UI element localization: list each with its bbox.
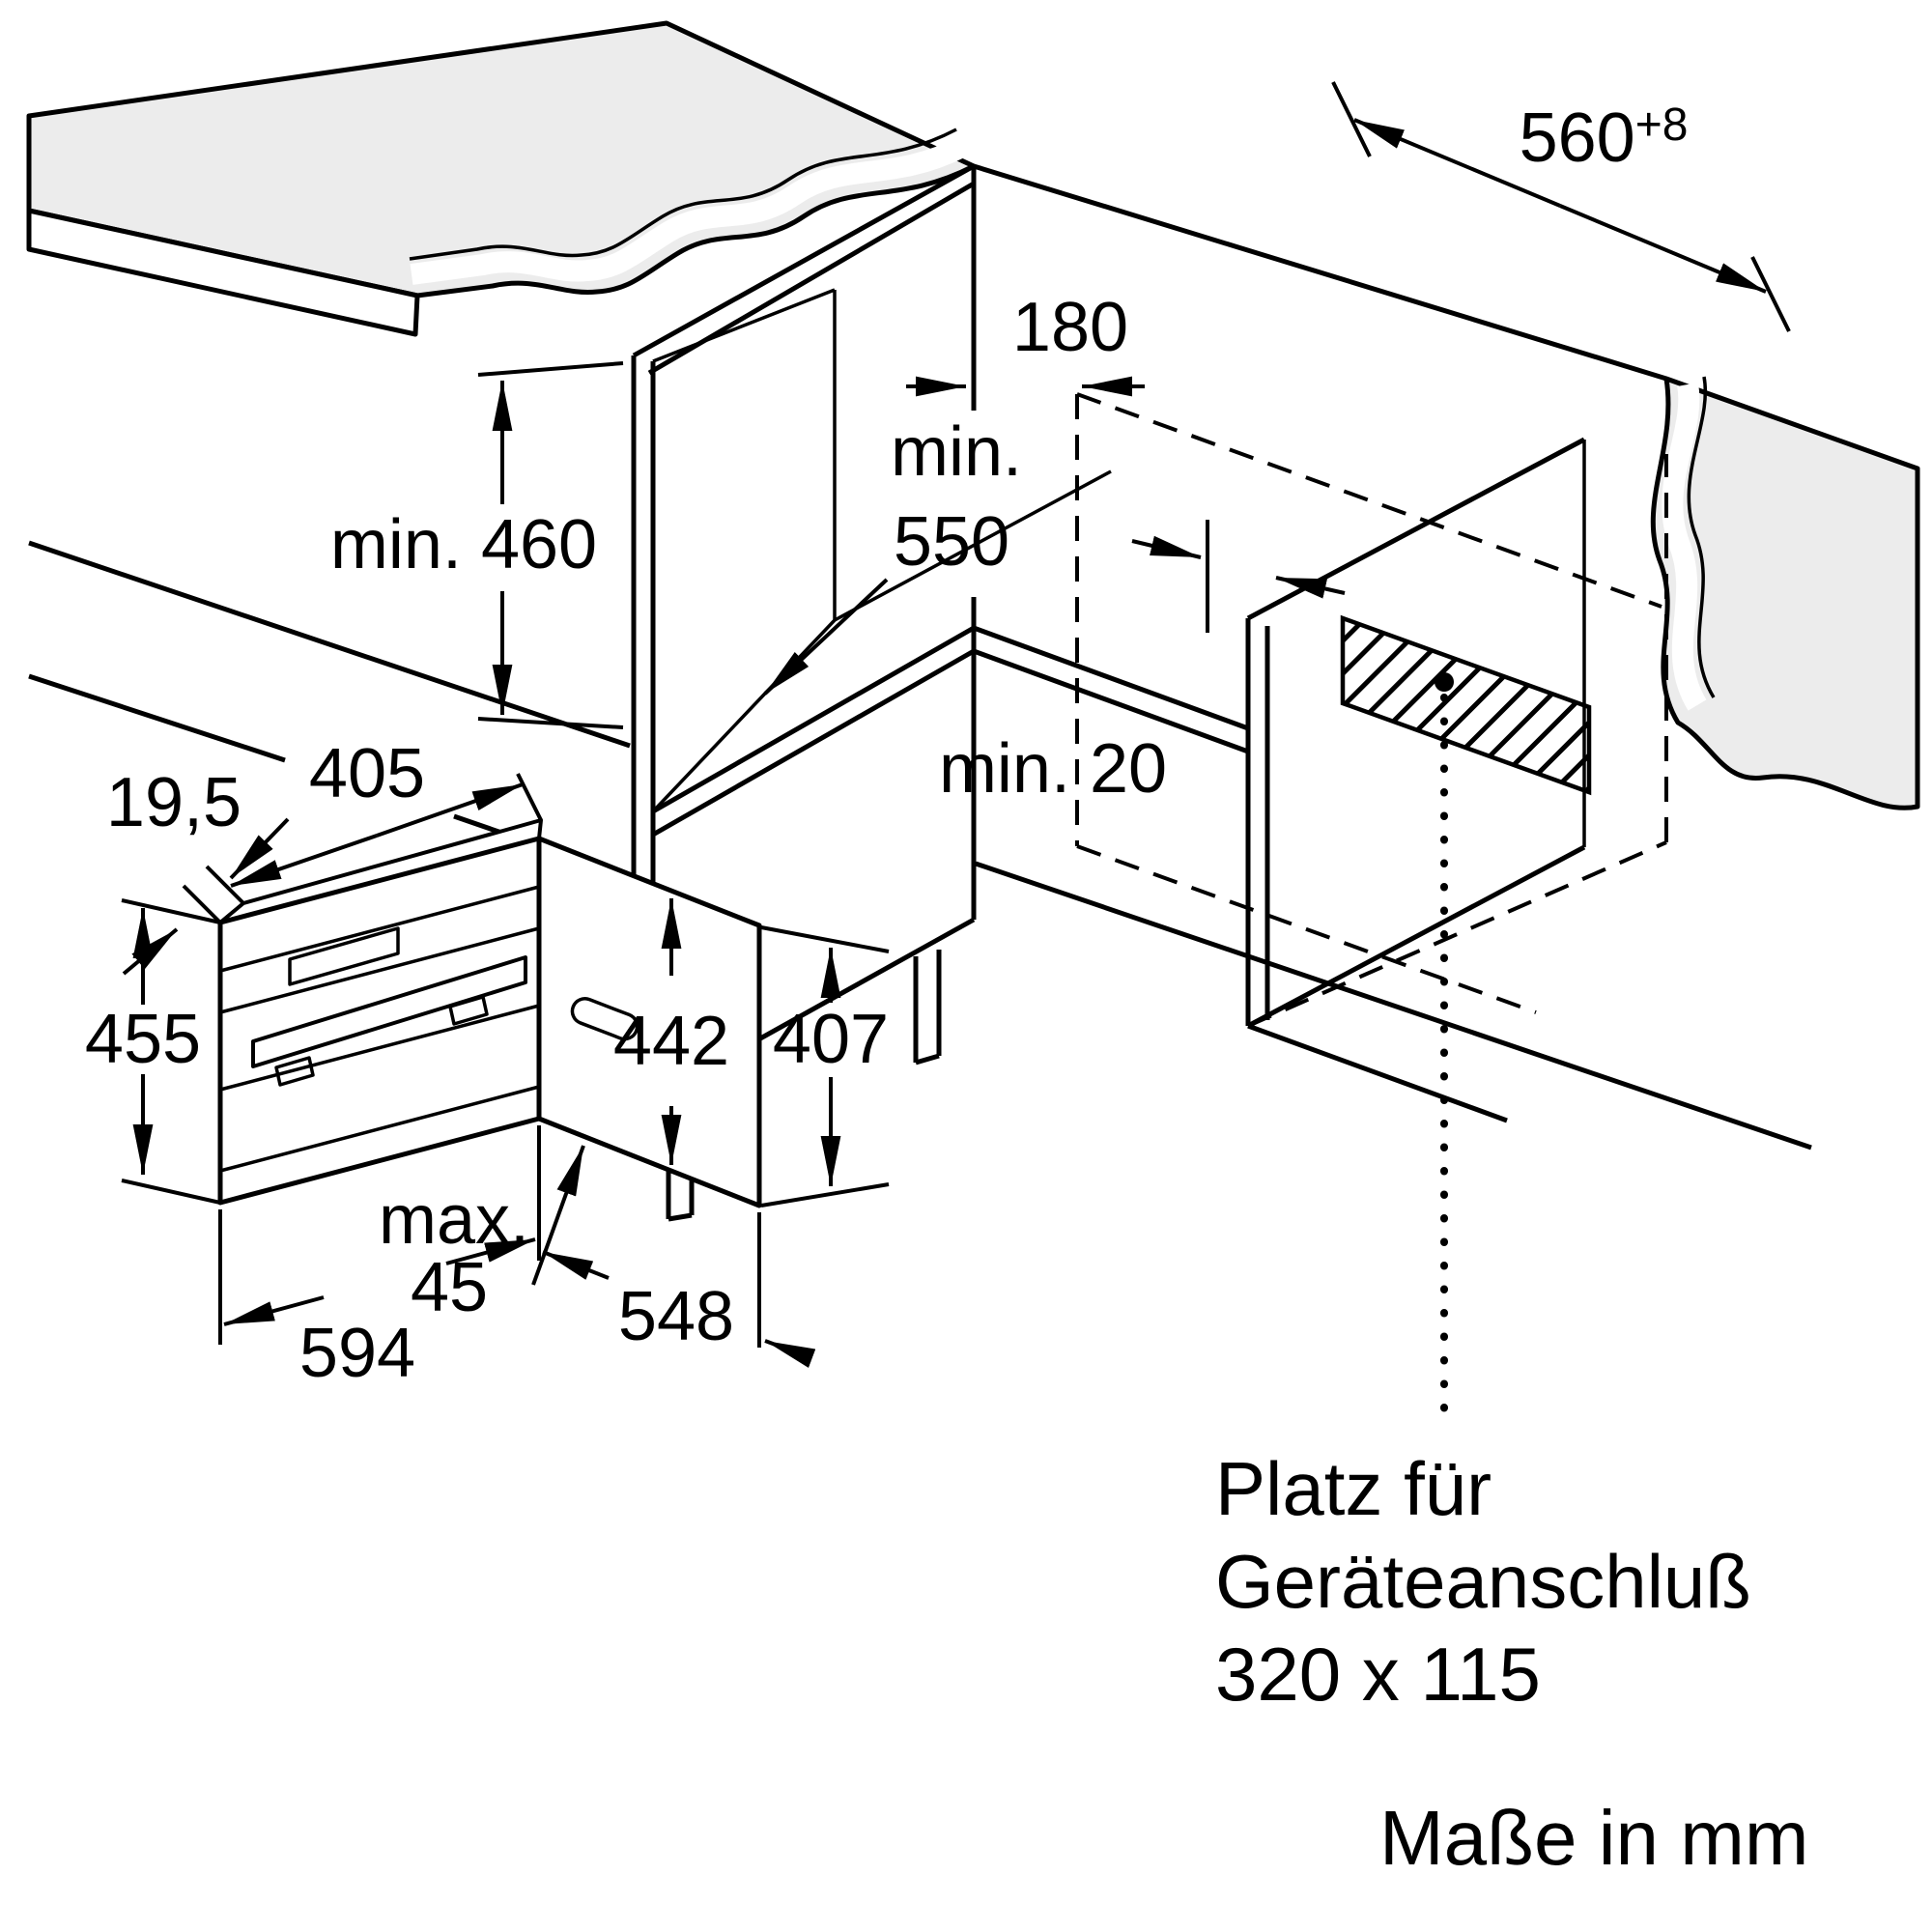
cabinet-face-mask	[634, 166, 974, 1109]
dim-label-front-width: 594	[299, 1315, 415, 1392]
dim-arrow-left	[223, 1295, 325, 1326]
units-note: Maße in mm	[1379, 1795, 1809, 1881]
dim-front-width: 594	[218, 1125, 541, 1392]
hidden-edge-bottom-depth	[1247, 840, 1667, 1028]
dim-label-door-clearance-value: 45	[411, 1249, 488, 1326]
dim-arrow-left	[1353, 118, 1561, 208]
dim-witness	[516, 773, 543, 821]
dim-witness	[218, 1125, 541, 1345]
floor-line-right	[975, 861, 1812, 1151]
adjacent-bottom-depth-edge	[1246, 844, 1586, 1029]
dim-arrow-right	[445, 1237, 536, 1265]
connection-note-line3: 320 x 115	[1215, 1632, 1541, 1717]
dim-label-rear-gap: min. 20	[939, 730, 1167, 808]
dim-arrow-right	[1559, 204, 1767, 294]
countertop-front-edge	[26, 208, 420, 337]
wall-cutaway	[1650, 376, 1920, 810]
dim-leader-arrow	[531, 1145, 585, 1286]
dim-arrow-right	[376, 782, 524, 838]
cabinet-interior-lines	[651, 288, 1112, 813]
connection-note: Platz für Geräteanschluß 320 x 115	[1215, 1446, 1751, 1717]
dim-cabinet-depth: min. 550	[763, 413, 1022, 696]
dim-arrow-right	[764, 1339, 816, 1368]
connection-note-line1: Platz für	[1215, 1446, 1492, 1531]
oven-handle-mounts	[274, 995, 489, 1087]
niche-floor-edge	[973, 625, 1249, 754]
connection-area	[1340, 614, 1592, 1432]
dim-front-height: 455	[85, 898, 221, 1205]
oven-door-bottom-line	[219, 1085, 540, 1173]
dim-witness	[477, 361, 624, 729]
oven-door-gap	[219, 1004, 540, 1092]
oven-side-face	[536, 836, 762, 1208]
dim-top-offset: 19,5	[106, 764, 290, 976]
countertop-surface	[26, 20, 977, 298]
wall-tear-gap	[1662, 382, 1707, 711]
oven-handle	[251, 955, 527, 1068]
dim-arrow-left	[122, 927, 179, 976]
hidden-edge-back-top	[1076, 392, 1662, 609]
cabinet-shelf-edge	[651, 625, 976, 838]
connection-note-line2: Geräteanschluß	[1215, 1539, 1751, 1624]
countertop-tear-gap	[410, 137, 967, 285]
dim-witness	[760, 925, 890, 1208]
countertop-tear-line	[409, 128, 957, 261]
dim-witness	[182, 865, 245, 924]
dim-arrow-right	[1275, 576, 1346, 599]
dim-label-depth-value: 550	[894, 503, 1009, 581]
dim-arrow-left	[230, 834, 378, 888]
dim-leader-arrow	[763, 578, 889, 696]
niche-top-edge	[973, 163, 1667, 382]
oven-side-grip	[570, 997, 639, 1041]
wall-surface	[1650, 376, 1920, 810]
oven-display-window	[288, 926, 400, 986]
oven-control-strip	[219, 885, 540, 1014]
dim-label-top-offset: 19,5	[106, 764, 242, 841]
dim-label-niche-width: 560+8	[1520, 99, 1689, 177]
dim-body-depth: 548	[542, 1212, 816, 1368]
adjacent-top-depth-edge	[1246, 437, 1586, 621]
dim-arrow-left	[542, 1250, 610, 1280]
dim-arrow-left	[1131, 535, 1202, 559]
dim-label-body-height: 442	[613, 1003, 729, 1080]
dim-label-top-depth: 405	[309, 735, 425, 812]
dim-recess-depth: 180	[906, 289, 1145, 397]
dim-top-depth: 405	[230, 735, 543, 888]
dim-label-recess-depth: 180	[1012, 289, 1128, 366]
hidden-edges	[1075, 392, 1668, 1028]
dim-door-clearance: max. 45	[379, 1145, 585, 1326]
dim-label-rear-height: 407	[773, 1001, 889, 1078]
dim-witness	[121, 898, 221, 1205]
hidden-edge-back-bottom	[1076, 844, 1537, 1014]
adjacent-bottom-front-edge	[1247, 1023, 1508, 1123]
connection-area-hatch	[1340, 614, 1592, 796]
dim-rear-gap: min. 20	[939, 520, 1346, 808]
dim-rear-height: 407	[760, 925, 890, 1208]
dim-body-height: 442	[613, 898, 729, 1165]
dim-label-niche-height: min. 460	[330, 506, 597, 583]
dim-niche-height: min. 460	[330, 361, 624, 729]
countertop	[26, 20, 977, 337]
connection-point-dot	[1435, 672, 1454, 692]
adjacent-cabinet	[1245, 437, 1586, 1123]
dim-label-body-depth: 548	[618, 1278, 734, 1355]
wall-tear-line	[1687, 376, 1716, 698]
dim-label-depth-prefix: min.	[891, 413, 1022, 491]
dim-label-front-height: 455	[85, 1001, 201, 1078]
adjacent-front-edge	[1245, 618, 1270, 1026]
dim-niche-width: 560+8	[1331, 81, 1791, 332]
floor-line-left	[28, 540, 631, 749]
